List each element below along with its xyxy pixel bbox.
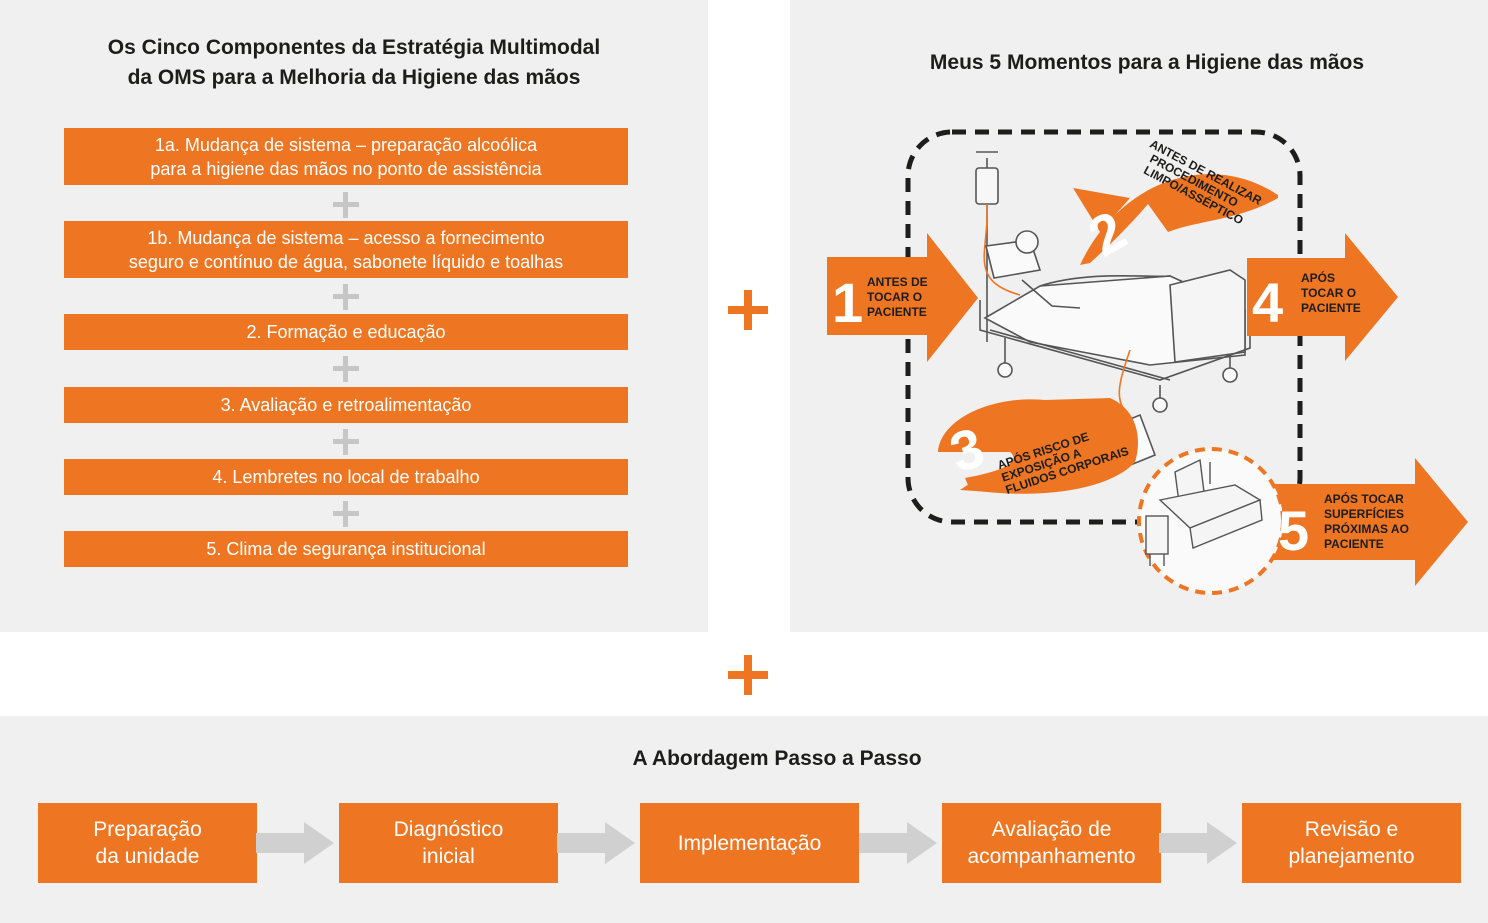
arrow-right-icon: [557, 822, 635, 864]
step-preparation: Preparação da unidade: [38, 803, 257, 883]
five-moments-title: Meus 5 Momentos para a Higiene das mãos: [929, 51, 1365, 74]
step-follow-up-evaluation: Avaliação de acompanhamento: [942, 803, 1161, 883]
moment-1-arrow: [827, 233, 978, 362]
arrow-right-icon: [859, 822, 937, 864]
component-1a: 1a. Mudança de sistema – preparação alco…: [64, 128, 628, 185]
plus-icon: [333, 192, 359, 218]
moment-2-arrow-head: [1073, 188, 1130, 232]
moment-5-label: APÓS TOCAR: [1324, 491, 1404, 506]
component-5: 5. Clima de segurança institucional: [64, 531, 628, 567]
plus-icon: [333, 284, 359, 310]
moment-4-label: TOCAR O: [1301, 286, 1356, 300]
step-initial-diagnosis: Diagnóstico inicial: [339, 803, 558, 883]
moment-1-label: ANTES DE: [867, 275, 928, 289]
moment-4-label: PACIENTE: [1301, 301, 1361, 315]
plus-icon: [333, 501, 359, 527]
component-4: 4. Lembretes no local de trabalho: [64, 459, 628, 495]
five-moments-diagram: 1 ANTES DE TOCAR O PACIENTE 2 ANTES DE R…: [827, 129, 1468, 595]
plus-icon-large: [728, 655, 768, 695]
component-2: 2. Formação e educação: [64, 314, 628, 350]
moment-2-arrow: [1080, 174, 1278, 265]
moment-1-number: 1: [832, 271, 863, 334]
component-1b: 1b. Mudança de sistema – acesso a fornec…: [64, 221, 628, 278]
moment-1-label: PACIENTE: [867, 305, 927, 319]
moment-5-number: 5: [1278, 499, 1309, 562]
multimodal-strategy-title: Os Cinco Componentes da Estratégia Multi…: [107, 36, 601, 89]
bed-surroundings-icon: [1145, 458, 1263, 566]
arrow-right-icon: [256, 822, 334, 864]
moment-1-label: TOCAR O: [867, 290, 922, 304]
step-approach-title: A Abordagem Passo a Passo: [632, 747, 922, 770]
moment-4-number: 4: [1252, 271, 1283, 334]
plus-icon: [333, 356, 359, 382]
moment-4-arrow: [1247, 233, 1398, 361]
moment-5-arrow: [1262, 458, 1468, 586]
moment-3-arrow-head: [960, 465, 1030, 492]
arrow-right-icon: [1159, 822, 1237, 864]
step-implementation: Implementação: [640, 803, 859, 883]
moment-3-arrow: [938, 398, 1139, 494]
component-3: 3. Avaliação e retroalimentação: [64, 387, 628, 423]
plus-icon-large: [728, 290, 768, 330]
plus-icon: [333, 429, 359, 455]
moment-5-label: SUPERFÍCIES: [1324, 506, 1404, 521]
moment-5-label: PACIENTE: [1324, 537, 1384, 551]
moment-4-label: APÓS: [1301, 270, 1335, 285]
step-review-planning: Revisão e planejamento: [1242, 803, 1461, 883]
moment-5-label: PRÓXIMAS AO: [1324, 521, 1409, 536]
